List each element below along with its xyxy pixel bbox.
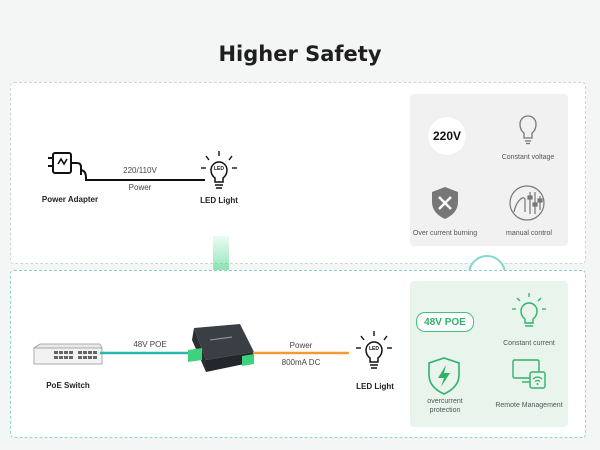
poe-cable-label: 48V POE bbox=[133, 340, 167, 349]
shield-x-icon bbox=[432, 187, 458, 219]
led-light-label: LED Light bbox=[356, 382, 394, 391]
voltage-label: 220/110V bbox=[123, 166, 157, 175]
poe-cable bbox=[100, 351, 188, 355]
led-bulb-text: LED bbox=[369, 346, 379, 352]
remote-management-icon bbox=[512, 359, 546, 389]
dc-cable bbox=[253, 351, 349, 355]
overcurrent-label-line2: protection bbox=[429, 407, 461, 414]
poe-switch-icon bbox=[33, 343, 103, 365]
dc-current-label: 800mA DC bbox=[281, 358, 321, 367]
power-label: Power bbox=[128, 183, 152, 192]
poe-features-box bbox=[410, 281, 568, 427]
manual-control-label: manual control bbox=[506, 230, 552, 237]
bulb-icon bbox=[519, 115, 537, 145]
poe-switch-label: PoE Switch bbox=[46, 381, 90, 390]
constant-voltage-label: Constant voltage bbox=[501, 154, 555, 161]
poe-badge: 48V POE bbox=[416, 312, 474, 332]
led-light-label: LED Light bbox=[200, 196, 238, 205]
led-bulb-icon bbox=[356, 331, 392, 369]
shield-lightning-icon bbox=[428, 357, 460, 395]
led-bulb-icon bbox=[201, 151, 237, 189]
poe-splitter-device bbox=[188, 324, 254, 372]
traditional-features-box bbox=[410, 94, 568, 246]
constant-current-label: Constant current bbox=[503, 340, 555, 347]
power-adapter-icon bbox=[48, 152, 82, 175]
over-current-label: Over current burning bbox=[412, 230, 478, 237]
overcurrent-label-line1: overcurrent bbox=[427, 398, 463, 405]
remote-management-label: Remote Management bbox=[495, 402, 563, 409]
power-adapter-label: Power Adapter bbox=[41, 195, 99, 204]
page-title: Higher Safety bbox=[218, 42, 382, 66]
manual-control-icon bbox=[509, 185, 545, 221]
bulb-icon bbox=[512, 293, 546, 327]
power-cable bbox=[80, 169, 205, 181]
voltage-badge: 220V bbox=[428, 117, 466, 155]
dc-power-label: Power bbox=[289, 341, 313, 350]
led-bulb-text: LED bbox=[214, 166, 224, 172]
